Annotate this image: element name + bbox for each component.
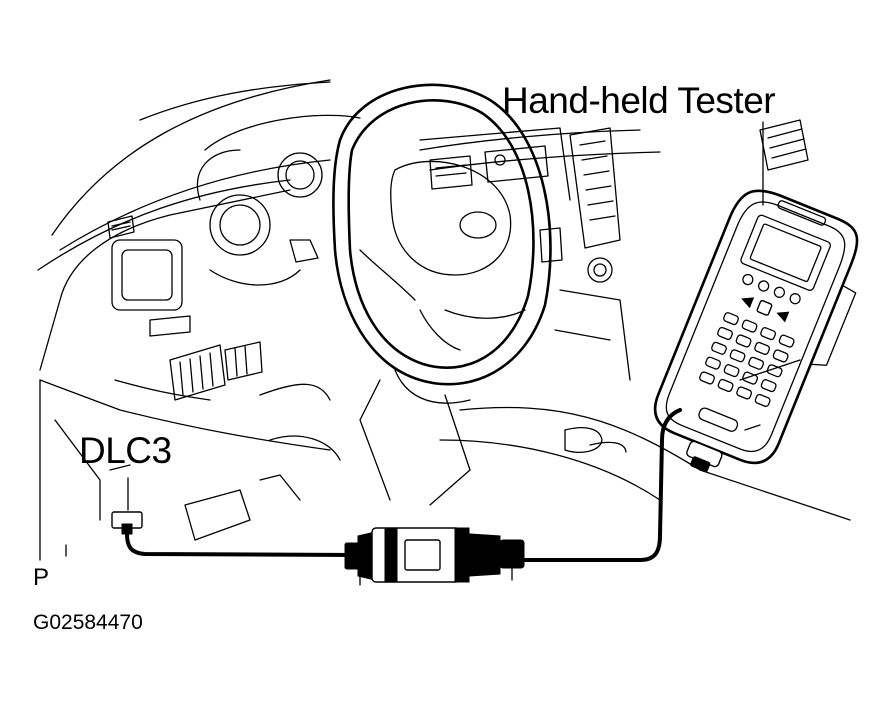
p-label: P xyxy=(33,564,50,591)
instrument-cluster xyxy=(196,114,361,286)
center-console xyxy=(419,119,851,521)
hand-held-tester xyxy=(653,189,859,473)
hand-held-tester-label: Hand-held Tester xyxy=(502,80,776,121)
dlc3-connector xyxy=(111,477,143,535)
leader-lines xyxy=(65,121,764,557)
steering-wheel xyxy=(289,83,552,506)
dlc3-label: DLC3 xyxy=(79,430,172,471)
left-dashboard xyxy=(39,189,331,561)
inline-adapter xyxy=(344,527,525,586)
pedals xyxy=(109,435,341,541)
figure-code: G02584470 xyxy=(33,611,143,634)
